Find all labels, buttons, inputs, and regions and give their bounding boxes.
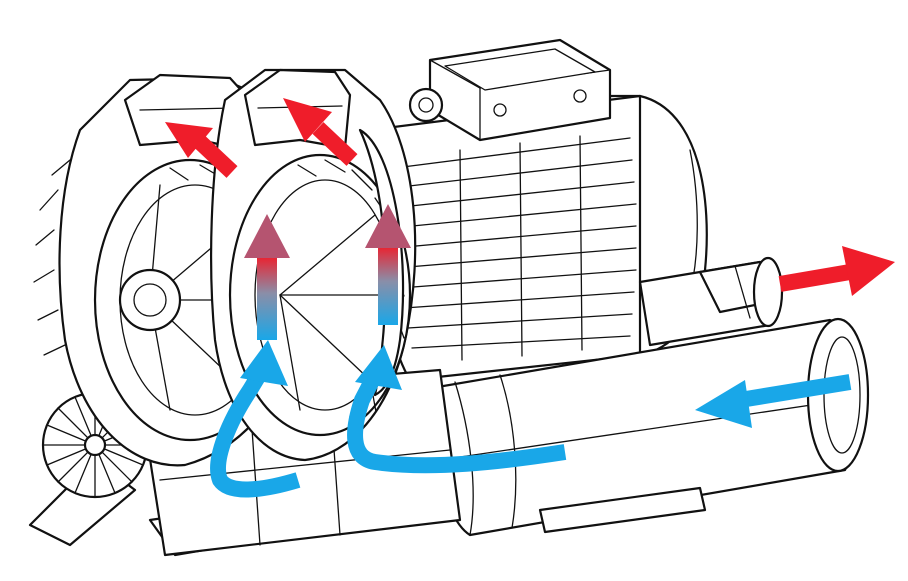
outlet-pipe: [638, 256, 784, 347]
inlet-silencer: [418, 317, 870, 537]
arrow-right-icon: [842, 246, 895, 296]
stage-1-inlet-stream: [210, 365, 301, 498]
outlet-arrow-right-icon: [778, 264, 852, 292]
outlet-airflow: [165, 98, 895, 296]
compression-airflow: [244, 204, 411, 340]
electric-motor: [367, 38, 708, 382]
inlet-airflow: [210, 340, 852, 498]
arrow-left-icon: [695, 380, 752, 428]
inlet-arrow-left-icon: [738, 374, 852, 408]
lifting-eye: [408, 87, 444, 123]
stage-2-inlet-stream: [347, 371, 567, 474]
motor-cooling-fins: [391, 135, 637, 361]
